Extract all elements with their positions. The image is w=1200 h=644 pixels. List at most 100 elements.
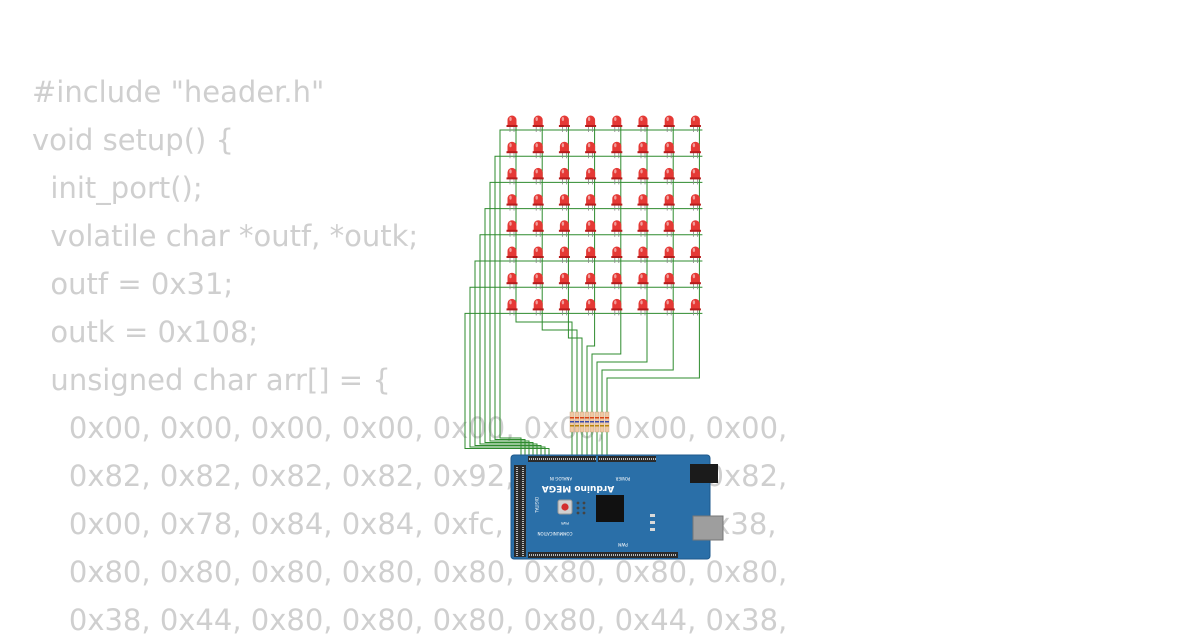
board-label-power: POWER <box>615 476 630 481</box>
led-highlight <box>666 300 669 305</box>
led-highlight <box>509 248 512 252</box>
pin <box>522 479 524 480</box>
led-body <box>586 298 596 310</box>
led-highlight <box>509 221 512 226</box>
led-highlight <box>535 248 538 252</box>
pin <box>617 554 618 556</box>
led <box>558 167 570 185</box>
pin <box>522 467 524 468</box>
pin <box>539 554 540 556</box>
code-line: unsigned char arr[] = { <box>32 363 391 397</box>
led <box>637 194 649 211</box>
led <box>611 141 623 159</box>
pin <box>579 554 580 556</box>
pin <box>522 509 524 510</box>
pin <box>539 458 540 460</box>
led <box>585 246 597 263</box>
pin <box>647 554 648 556</box>
led-body <box>664 220 674 231</box>
led <box>689 141 701 159</box>
pin <box>522 543 524 544</box>
pin <box>557 554 558 556</box>
led-body <box>638 194 648 205</box>
pin <box>595 458 596 460</box>
pin <box>559 458 560 460</box>
pin <box>533 458 534 460</box>
code-line: outk = 0x108; <box>32 315 259 349</box>
led-rim <box>663 282 675 285</box>
pin <box>585 554 586 556</box>
pin <box>621 554 622 556</box>
pin <box>651 458 652 460</box>
led-highlight <box>535 300 538 305</box>
led <box>585 220 597 237</box>
led-body <box>586 220 596 231</box>
led-rim <box>585 151 597 154</box>
led-rim <box>532 308 544 311</box>
pin <box>516 521 518 522</box>
pin <box>623 458 624 460</box>
led <box>532 220 544 237</box>
pin <box>623 554 624 556</box>
pin <box>599 458 600 460</box>
led-highlight <box>509 169 512 174</box>
pin <box>522 515 524 516</box>
led-rim <box>585 282 597 285</box>
led-rim <box>637 177 649 180</box>
pin <box>541 458 542 460</box>
resistor-band <box>600 417 604 419</box>
resistor-band <box>580 417 584 419</box>
led-highlight <box>640 248 643 252</box>
pin <box>577 554 578 556</box>
pin <box>671 554 672 556</box>
pin <box>589 554 590 556</box>
led <box>585 272 597 290</box>
resistor-pack <box>569 411 610 433</box>
pin <box>516 551 518 552</box>
pin <box>516 507 518 508</box>
led <box>637 167 649 185</box>
led-rim <box>611 229 623 232</box>
pin <box>522 507 524 508</box>
led <box>558 272 570 290</box>
pin <box>531 554 532 556</box>
pin <box>522 469 524 470</box>
pin <box>661 554 662 556</box>
power-jack[interactable] <box>690 464 718 483</box>
pin <box>529 458 530 460</box>
pin <box>629 554 630 556</box>
led-body <box>664 194 674 205</box>
led <box>611 115 623 132</box>
led-rim <box>558 282 570 285</box>
pin <box>522 523 524 524</box>
pin <box>522 533 524 534</box>
led-rim <box>689 282 701 285</box>
circuit-diagram: Arduino MEGA POWER ANALOG IN COMMUNICATI… <box>464 115 724 560</box>
pin <box>522 499 524 500</box>
resistor-band <box>595 425 599 427</box>
pin <box>567 554 568 556</box>
pin <box>522 495 524 496</box>
led-rim <box>611 256 623 258</box>
usb-port[interactable] <box>692 515 724 541</box>
pin <box>516 555 518 556</box>
pin <box>583 554 584 556</box>
pin <box>516 473 518 474</box>
pin <box>522 491 524 492</box>
pin <box>549 458 550 460</box>
pin <box>587 554 588 556</box>
led-rim <box>663 256 675 258</box>
pin <box>516 467 518 468</box>
led-highlight <box>666 195 669 200</box>
pin <box>567 458 568 460</box>
led-rim <box>585 177 597 180</box>
led-body <box>559 298 569 310</box>
pin <box>557 458 558 460</box>
pin <box>516 497 518 498</box>
pin <box>561 458 562 460</box>
pin <box>522 547 524 548</box>
resistor-band <box>570 425 574 427</box>
led-rim <box>637 125 649 127</box>
led-rim <box>689 177 701 180</box>
arduino-mega-board[interactable]: Arduino MEGA POWER ANALOG IN COMMUNICATI… <box>510 454 724 560</box>
